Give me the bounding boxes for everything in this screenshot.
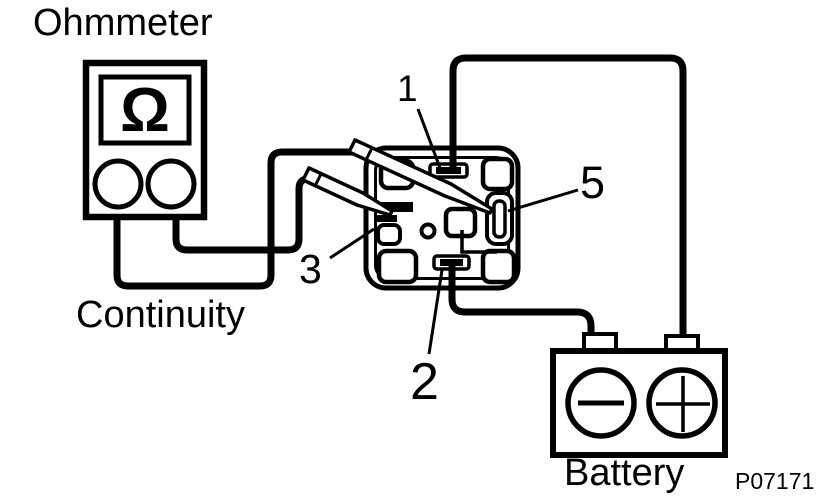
relay-center-step-line [460, 230, 497, 254]
wire-terminal-1-to-battery-positive [449, 54, 687, 340]
probe-at-terminal-5 [347, 138, 494, 215]
relay-pocket-bottom-right [480, 248, 517, 285]
battery-label: Battery [564, 452, 685, 494]
figure-code: P07171 [735, 468, 815, 494]
relay-terminal-2-pin [440, 259, 463, 266]
relay-pocket-top-right [480, 156, 515, 192]
wire-terminal-2-to-battery-negative [448, 263, 595, 342]
terminal-5-callout: 5 [580, 157, 606, 208]
terminal-2-callout: 2 [410, 353, 439, 411]
leader-line-terminal-5 [507, 188, 579, 213]
leader-line-terminal-1 [416, 108, 442, 169]
relay-terminal-3-pocket [376, 223, 402, 246]
ohmmeter-jack-right [145, 158, 197, 210]
relay-terminal-1-pin [436, 167, 461, 174]
ohmmeter-jack-left [92, 158, 144, 210]
ohmmeter-display [98, 74, 192, 146]
continuity-label: Continuity [76, 294, 245, 336]
terminal-1-callout: 1 [397, 68, 418, 109]
terminal-3-callout: 3 [299, 246, 322, 292]
ohmmeter-label: Ohmmeter [33, 2, 213, 44]
relay-pocket-bottom-left [376, 248, 419, 285]
ohm-symbol-icon: Ω [120, 75, 170, 145]
battery-device [550, 332, 728, 458]
relay-terminal-3-pin [377, 202, 413, 212]
probe-at-terminal-3 [301, 166, 394, 217]
probe-at-terminal-5-collar [364, 147, 374, 161]
relay-terminal-5-pin [492, 199, 507, 239]
relay-terminal-3-pin-lower [377, 215, 397, 222]
probe-at-terminal-3-collar [313, 173, 323, 187]
leader-line-terminal-3 [329, 227, 375, 260]
test-probes [301, 138, 494, 217]
ohmmeter-device [82, 59, 208, 221]
leader-lines [329, 108, 579, 355]
ohmmeter-lead-to-probe-3 [172, 175, 311, 254]
wires [113, 54, 687, 342]
leader-line-terminal-2 [427, 269, 444, 355]
ohmmeter-lead-to-probe-5 [113, 148, 357, 290]
relay-center-guide-hole [419, 222, 437, 240]
